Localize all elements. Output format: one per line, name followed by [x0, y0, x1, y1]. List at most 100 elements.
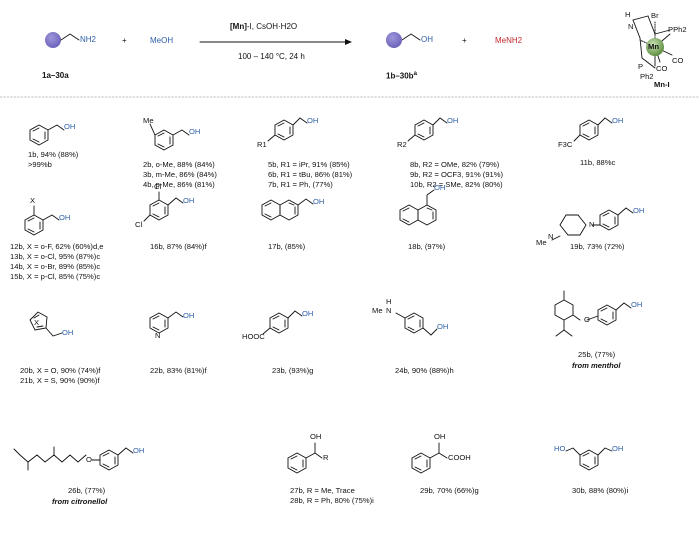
label-16b: 16b, 87% (84%)f	[150, 242, 207, 251]
substrate-dot	[45, 32, 61, 48]
structure-11b	[573, 117, 613, 142]
oh-30b: OH	[612, 444, 624, 453]
label-29b: 29b, 70% (66%)g	[420, 486, 479, 495]
o-25b: O	[584, 315, 590, 324]
oh-1b: OH	[64, 122, 76, 131]
oh-24b: OH	[437, 322, 449, 331]
product-dot	[386, 32, 402, 48]
label-26b: 26b, (77%)	[68, 486, 106, 495]
x-20b: X	[34, 318, 40, 327]
n-24b: N	[386, 306, 392, 315]
oh-29b: OH	[434, 432, 446, 441]
catalyst-co1: CO	[672, 56, 684, 65]
oh-8b: OH	[447, 116, 459, 125]
oh-12b: OH	[59, 213, 71, 222]
oh-27b: OH	[310, 432, 322, 441]
label-8b: 8b, R2 = OMe, 82% (79%)9b, R2 = OCF3, 91…	[410, 160, 504, 189]
structure-27b	[287, 442, 323, 474]
h-24b: H	[386, 297, 392, 306]
structure-5b	[267, 117, 308, 142]
catalyst-mn: Mn	[648, 42, 659, 51]
catalyst-br: Br	[651, 11, 659, 20]
source-25b: from menthol	[572, 361, 621, 370]
structure-18b	[399, 189, 437, 226]
label-11b: 11b, 88%c	[580, 158, 616, 167]
cooh-29b: COOH	[448, 453, 471, 462]
label-5b: 5b, R1 = iPr, 91% (85%)6b, R1 = tBu, 86%…	[268, 160, 353, 189]
me-24b: Me	[372, 306, 383, 315]
label-24b: 24b, 90% (88%)h	[395, 366, 454, 375]
label-25b: 25b, (77%)	[578, 350, 616, 359]
hooc-23b: HOOC	[242, 332, 265, 341]
oh-26b: OH	[133, 446, 145, 455]
byproduct-label: MeNH2	[495, 36, 523, 45]
me-19b: Me	[536, 238, 547, 247]
structure-25b	[554, 290, 632, 337]
catalyst-h: H	[625, 10, 631, 19]
label-22b: 22b, 83% (81%)f	[150, 366, 207, 375]
label-30b: 30b, 88% (80%)i	[572, 486, 629, 495]
me-2b: Me	[143, 116, 154, 125]
oh-19b: OH	[633, 206, 645, 215]
n-22b: N	[155, 331, 161, 340]
oh-23b: OH	[302, 309, 314, 318]
product-oh-label: OH	[421, 35, 433, 44]
label-1b: 1b, 94% (88%)>99%b	[28, 150, 79, 169]
conditions-top: [Mn]-I, CsOH·H2O	[230, 22, 298, 31]
n-bottom-19b: N	[548, 232, 554, 241]
product-chain	[401, 33, 421, 41]
mn-sphere	[646, 38, 664, 56]
oh-22b: OH	[183, 311, 195, 320]
oh-25b: OH	[631, 300, 643, 309]
o-26b: O	[86, 455, 92, 464]
substrate-chain	[60, 33, 80, 41]
structure-26b	[13, 446, 134, 471]
catalyst-n: N	[628, 22, 634, 31]
cl-top-16b: Cl	[154, 182, 162, 191]
label-19b: 19b, 73% (72%)	[570, 242, 625, 251]
structure-8b	[407, 117, 448, 142]
x-12b: X	[30, 196, 36, 205]
arrow-head	[345, 39, 352, 45]
product-compound-label: 1b–30ba	[386, 71, 417, 81]
structure-23b	[262, 310, 303, 335]
oh-5b: OH	[307, 116, 319, 125]
catalyst-co2: CO	[656, 64, 668, 73]
structure-17b	[261, 198, 314, 221]
structure-24b	[395, 312, 438, 336]
structure-19b	[551, 207, 634, 241]
plus-sign-2: +	[462, 36, 467, 45]
oh-11b: OH	[612, 116, 624, 125]
plus-sign-1: +	[122, 36, 127, 45]
structure-1b	[29, 124, 65, 146]
catalyst-pph2-top: PPh2	[668, 25, 687, 34]
n-top-19b: N	[589, 220, 595, 229]
oh-18b: OH	[434, 183, 446, 192]
reactant-compound-label: 1a–30a	[42, 71, 69, 80]
structure-20b	[29, 311, 63, 337]
r1-5b: R1	[257, 140, 267, 149]
structure-22b	[149, 311, 184, 334]
cl-bottom-16b: Cl	[135, 220, 143, 229]
label-18b: 18b, (97%)	[408, 242, 446, 251]
catalyst-name: Mn-I	[654, 80, 670, 89]
label-23b: 23b, (93%)g	[272, 366, 314, 375]
oh-16b: OH	[183, 196, 195, 205]
catalyst-ph2: Ph2	[640, 72, 654, 81]
reactant-nh2-label: NH2	[80, 35, 97, 44]
label-17b: 17b, (85%)	[268, 242, 306, 251]
oh-17b: OH	[313, 197, 325, 206]
source-26b: from citronellol	[52, 497, 108, 506]
catalyst-p: P	[638, 62, 644, 71]
r-27b: R	[323, 453, 329, 462]
structure-12b	[24, 205, 60, 236]
structure-30b	[565, 447, 613, 471]
ho-30b: HO	[554, 444, 566, 453]
methanol-label: MeOH	[150, 36, 174, 45]
conditions-bottom: 100 – 140 °C, 24 h	[238, 52, 305, 61]
label-2b: 2b, o-Me, 88% (84%)3b, m-Me, 86% (84%)4b…	[143, 160, 217, 189]
structure-29b	[411, 442, 448, 474]
structure-16b	[143, 191, 184, 222]
